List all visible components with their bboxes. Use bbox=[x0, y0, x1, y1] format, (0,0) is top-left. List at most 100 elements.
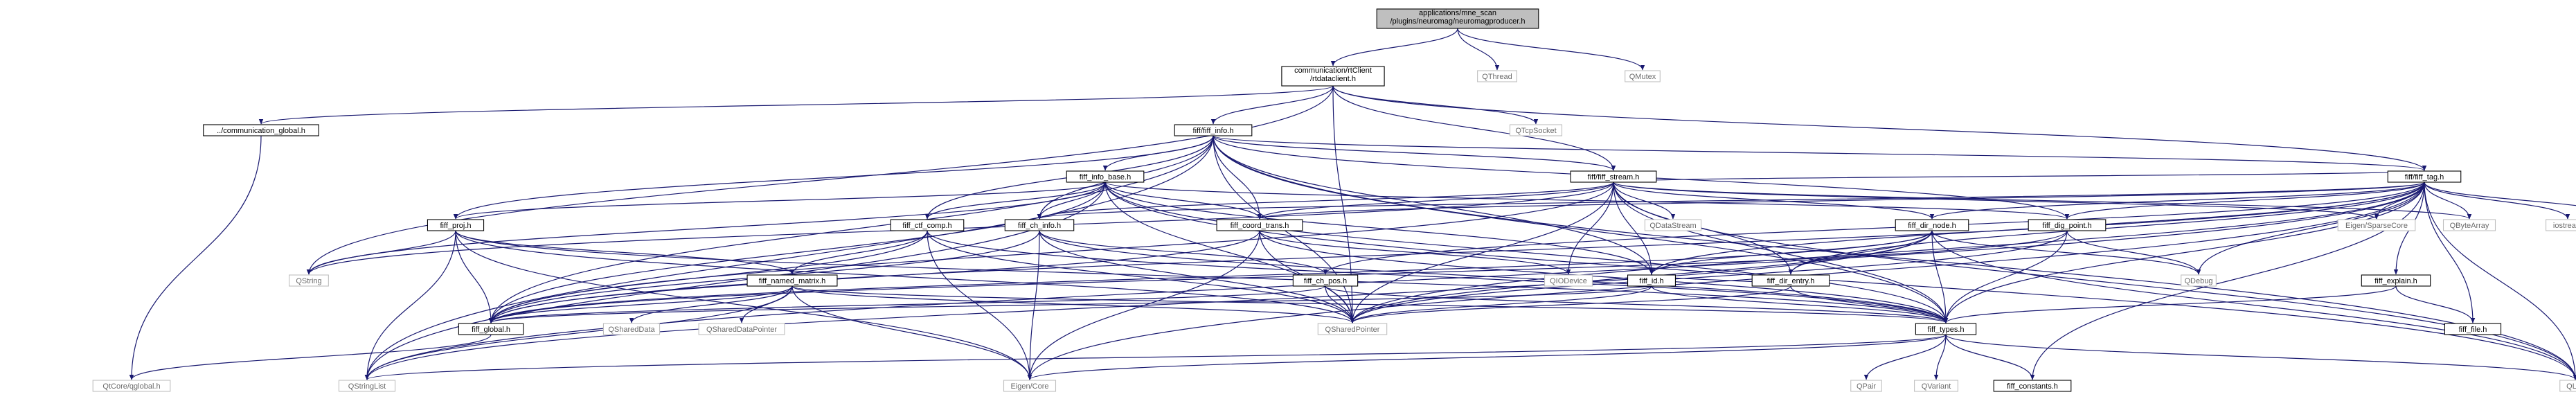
node-box bbox=[1509, 124, 1563, 136]
edge-n33-to-n40 bbox=[1945, 334, 2035, 380]
node-label: applications/mne_scan bbox=[1419, 9, 1496, 17]
node-label: fiff_file.h bbox=[2459, 326, 2487, 334]
edge-n0-to-n1 bbox=[1330, 28, 1458, 66]
edge-n1-to-n5 bbox=[1210, 85, 1334, 125]
node-fiff-global-h[interactable]: fiff_global.h bbox=[458, 323, 524, 335]
edge-n10-to-n29 bbox=[455, 230, 494, 323]
node-fiff-fiff-stream-h[interactable]: fiff/fiff_stream.h bbox=[1570, 170, 1657, 183]
edge-n7-to-n32 bbox=[1104, 181, 1355, 323]
edge-n16-to-n32 bbox=[1350, 230, 2068, 323]
edge-n7-to-n29 bbox=[488, 181, 1106, 323]
edge-n10-to-n32 bbox=[455, 230, 1355, 323]
node-label: fiff_explain.h bbox=[2374, 277, 2417, 285]
node-fiff-ch-info-h[interactable]: fiff_ch_info.h bbox=[1004, 219, 1075, 231]
edge-n16-to-n33 bbox=[1943, 230, 2068, 323]
edge-n33-to-n41 bbox=[1945, 334, 2576, 380]
edge-n8-to-n32 bbox=[1350, 181, 1614, 323]
node-box bbox=[602, 323, 661, 335]
edge-n5-to-n29 bbox=[488, 135, 1214, 323]
node-fiff-dig-point-h[interactable]: fiff_dig_point.h bbox=[2028, 219, 2107, 231]
node-label: QList bbox=[2566, 382, 2576, 391]
node-box bbox=[458, 323, 524, 335]
node-fiff-coord-trans-h[interactable]: fiff_coord_trans.h bbox=[1216, 219, 1303, 231]
node-box bbox=[1174, 124, 1253, 136]
node-label: fiff_ch_info.h bbox=[1018, 222, 1061, 230]
node-box bbox=[1570, 170, 1657, 183]
node-fiff-file-h[interactable]: fiff_file.h bbox=[2444, 323, 2502, 335]
node-box bbox=[1292, 274, 1359, 287]
node-qmutex: QMutex bbox=[1625, 70, 1661, 82]
edge-n1-to-n9 bbox=[1332, 85, 2427, 171]
edge-n15-to-n27 bbox=[1931, 230, 2201, 275]
node-box bbox=[1216, 219, 1303, 231]
node-box bbox=[1625, 70, 1661, 82]
edge-n9-to-n15 bbox=[1929, 181, 2425, 220]
edge-n7-to-n13 bbox=[1104, 181, 1262, 220]
edge-n25-to-n32 bbox=[1350, 285, 1652, 323]
edge-n12-to-n24 bbox=[1039, 230, 1328, 275]
node-communication-global-h[interactable]: ../communication_global.h bbox=[203, 124, 319, 136]
node-fiff-types-h[interactable]: fiff_types.h bbox=[1915, 323, 1977, 335]
edge-n26-to-n32 bbox=[1350, 285, 1791, 323]
node-applications-mne-scan-plugins-neuromag-neuromagproducer-h[interactable]: applications/mne_scan/plugins/neuromag/n… bbox=[1376, 8, 1539, 29]
node-fiff-constants-h[interactable]: fiff_constants.h bbox=[1993, 380, 2072, 392]
node-qpair: QPair bbox=[1850, 380, 1882, 392]
edge-n9-to-n37 bbox=[1027, 181, 2425, 380]
node-fiff-dir-node-h[interactable]: fiff_dir_node.h bbox=[1895, 219, 1969, 231]
edge-n12-to-n33 bbox=[1039, 230, 1949, 323]
edge-n7-to-n41 bbox=[1104, 181, 2576, 380]
edge-n22-to-n31 bbox=[739, 285, 793, 323]
node-fiff-dir-entry-h[interactable]: fiff_dir_entry.h bbox=[1751, 274, 1830, 287]
node-label: Eigen/Core bbox=[1010, 382, 1048, 391]
edge-n29-to-n35 bbox=[129, 334, 492, 380]
node-label: QString bbox=[296, 277, 321, 285]
node-box bbox=[2181, 274, 2217, 287]
node-fiff-explain-h[interactable]: fiff_explain.h bbox=[2361, 274, 2431, 287]
edge-n25-to-n33 bbox=[1651, 285, 1949, 323]
node-label: communication/rtClient bbox=[1294, 66, 1372, 75]
node-label: QSharedPointer bbox=[1325, 326, 1380, 334]
node-label: fiff_global.h bbox=[472, 326, 510, 334]
edge-n8-to-n15 bbox=[1613, 181, 1935, 220]
node-box bbox=[1477, 70, 1517, 82]
node-fiff-ch-pos-h[interactable]: fiff_ch_pos.h bbox=[1292, 274, 1359, 287]
edge-n9-to-n41 bbox=[2424, 181, 2576, 380]
edge-n9-to-n27 bbox=[2196, 181, 2425, 275]
edge-n15-to-n29 bbox=[489, 230, 1933, 323]
node-fiff-info-base-h[interactable]: fiff_info_base.h bbox=[1066, 170, 1145, 183]
node-communication-rtclient-rtdataclient-h[interactable]: communication/rtClient/rtdataclient.h bbox=[1281, 66, 1385, 87]
node-qbytearray: QByteArray bbox=[2442, 219, 2496, 231]
node-label: QDebug bbox=[2185, 277, 2213, 285]
node-qsharedpointer: QSharedPointer bbox=[1317, 323, 1388, 335]
node-label: QVariant bbox=[1922, 382, 1951, 391]
node-qshareddata: QSharedData bbox=[602, 323, 661, 335]
node-box bbox=[746, 274, 838, 287]
edge-n16-to-n29 bbox=[489, 230, 2068, 323]
node-box bbox=[1993, 380, 2072, 392]
node-fiff-ctf-comp-h[interactable]: fiff_ctf_comp.h bbox=[890, 219, 965, 231]
node-box bbox=[1317, 323, 1388, 335]
edge-n9-to-n12 bbox=[1037, 181, 2425, 220]
edge-n8-to-n13 bbox=[1257, 181, 1614, 220]
node-fiff-fiff-info-h[interactable]: fiff/fiff_info.h bbox=[1174, 124, 1253, 136]
node-box bbox=[1544, 274, 1593, 287]
node-fiff-named-matrix-h[interactable]: fiff_named_matrix.h bbox=[746, 274, 838, 287]
edge-n1-to-n4 bbox=[259, 85, 1334, 125]
node-fiff-id-h[interactable]: fiff_id.h bbox=[1627, 274, 1676, 287]
edge-n0-to-n2 bbox=[1457, 28, 1500, 71]
node-fiff-fiff-tag-h[interactable]: fiff/fiff_tag.h bbox=[2387, 170, 2462, 183]
node-box bbox=[1915, 323, 1977, 335]
node-box bbox=[1914, 380, 1958, 392]
node-box bbox=[1850, 380, 1882, 392]
edge-n9-to-n19 bbox=[2424, 181, 2570, 220]
node-iostream: iostream bbox=[2546, 219, 2576, 231]
node-label: fiff_dir_entry.h bbox=[1767, 277, 1815, 285]
node-box bbox=[890, 219, 965, 231]
node-label: iostream bbox=[2553, 222, 2576, 230]
node-fiff-proj-h[interactable]: fiff_proj.h bbox=[427, 219, 485, 231]
dependency-nodes: applications/mne_scan/plugins/neuromag/n… bbox=[92, 8, 2576, 392]
edge-n33-to-n37 bbox=[1028, 334, 1947, 380]
node-box bbox=[1895, 219, 1969, 231]
edge-n9-to-n33 bbox=[1943, 181, 2425, 323]
node-label: fiff_constants.h bbox=[2007, 382, 2058, 391]
